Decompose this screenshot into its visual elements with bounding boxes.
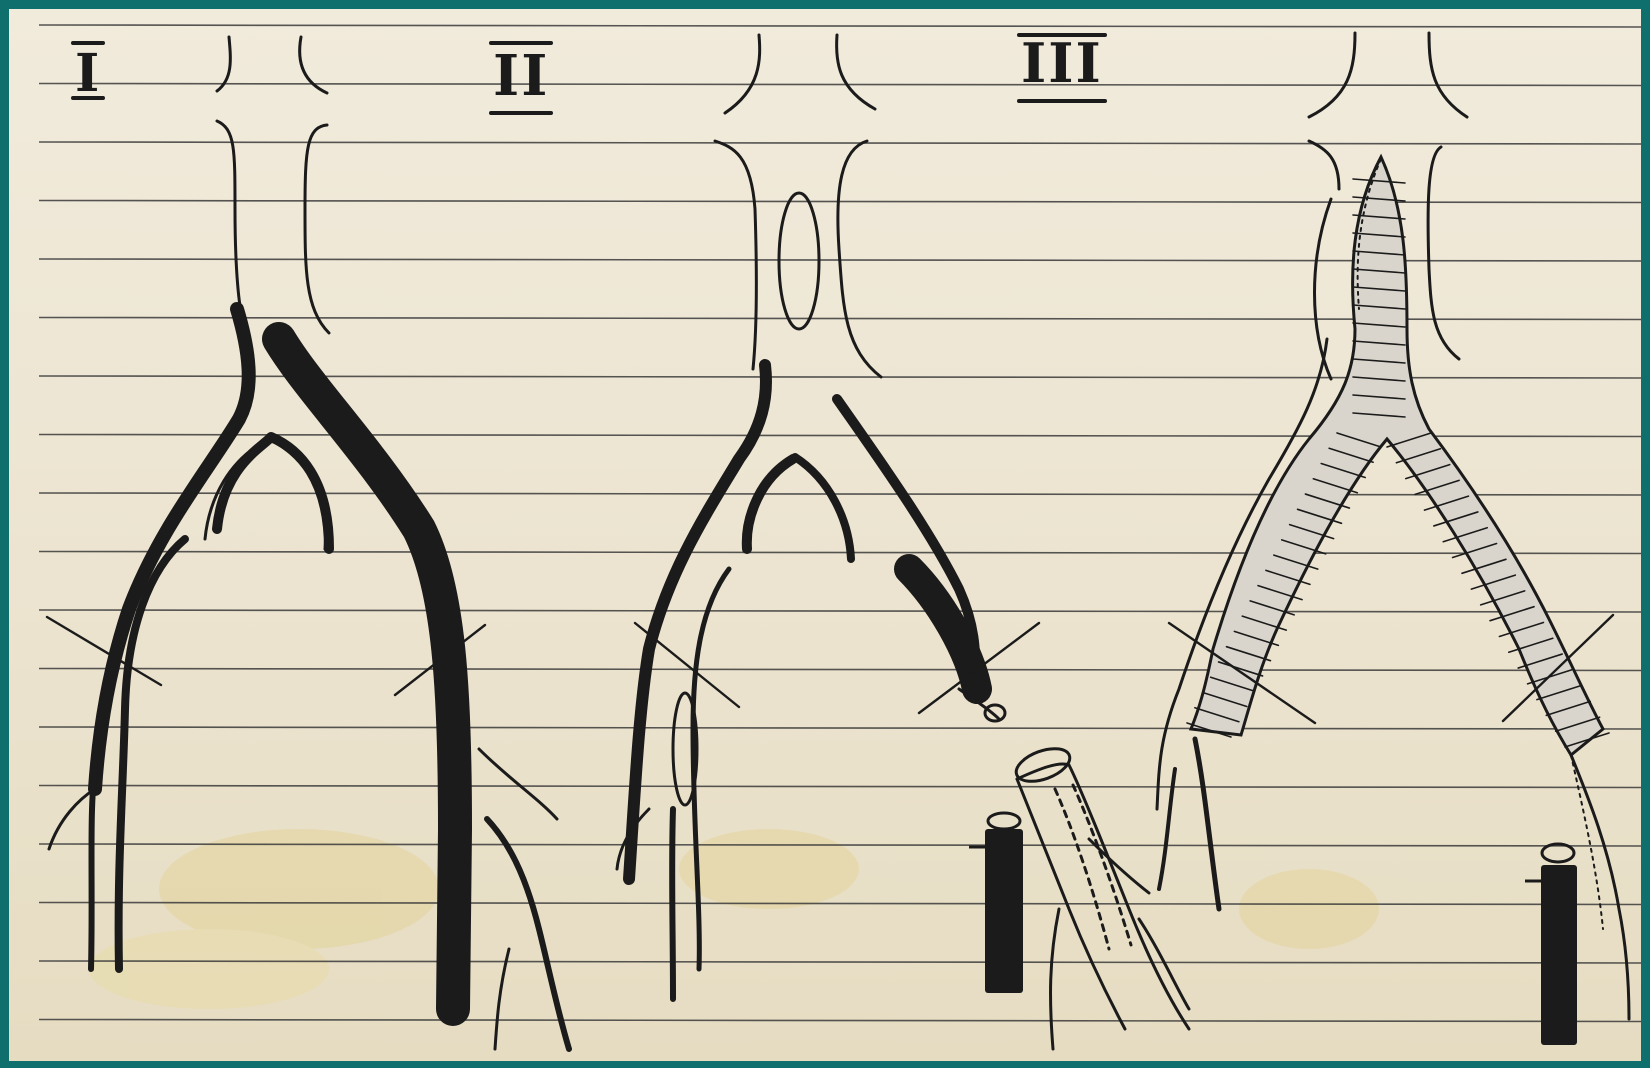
ruled-line <box>39 142 1641 144</box>
vascular-clamp-icon <box>1525 844 1577 1045</box>
ruled-line <box>39 727 1641 729</box>
stage-3-numeral: III <box>1021 31 1103 95</box>
arteriotomy-opening <box>779 193 819 329</box>
ruled-line <box>39 552 1641 554</box>
stage-label-3: III <box>1021 31 1103 95</box>
excised-plaque-specimen <box>1012 742 1189 1049</box>
paper-stains <box>89 829 1379 1009</box>
stage-label-2: II <box>493 43 549 109</box>
stage-label-1: I <box>75 43 101 104</box>
ruled-line <box>39 25 1641 27</box>
aortoiliac-sketch <box>9 9 1641 1061</box>
ruled-line <box>39 1020 1641 1022</box>
ruled-notebook-page: I II III <box>9 9 1641 1061</box>
ruled-line <box>39 669 1641 671</box>
stage-2-numeral: II <box>493 43 549 109</box>
stage-1-numeral: I <box>75 43 101 104</box>
ruled-line <box>39 786 1641 788</box>
ruled-line <box>39 610 1641 612</box>
ruled-line <box>39 84 1641 86</box>
ruled-line <box>39 493 1641 495</box>
